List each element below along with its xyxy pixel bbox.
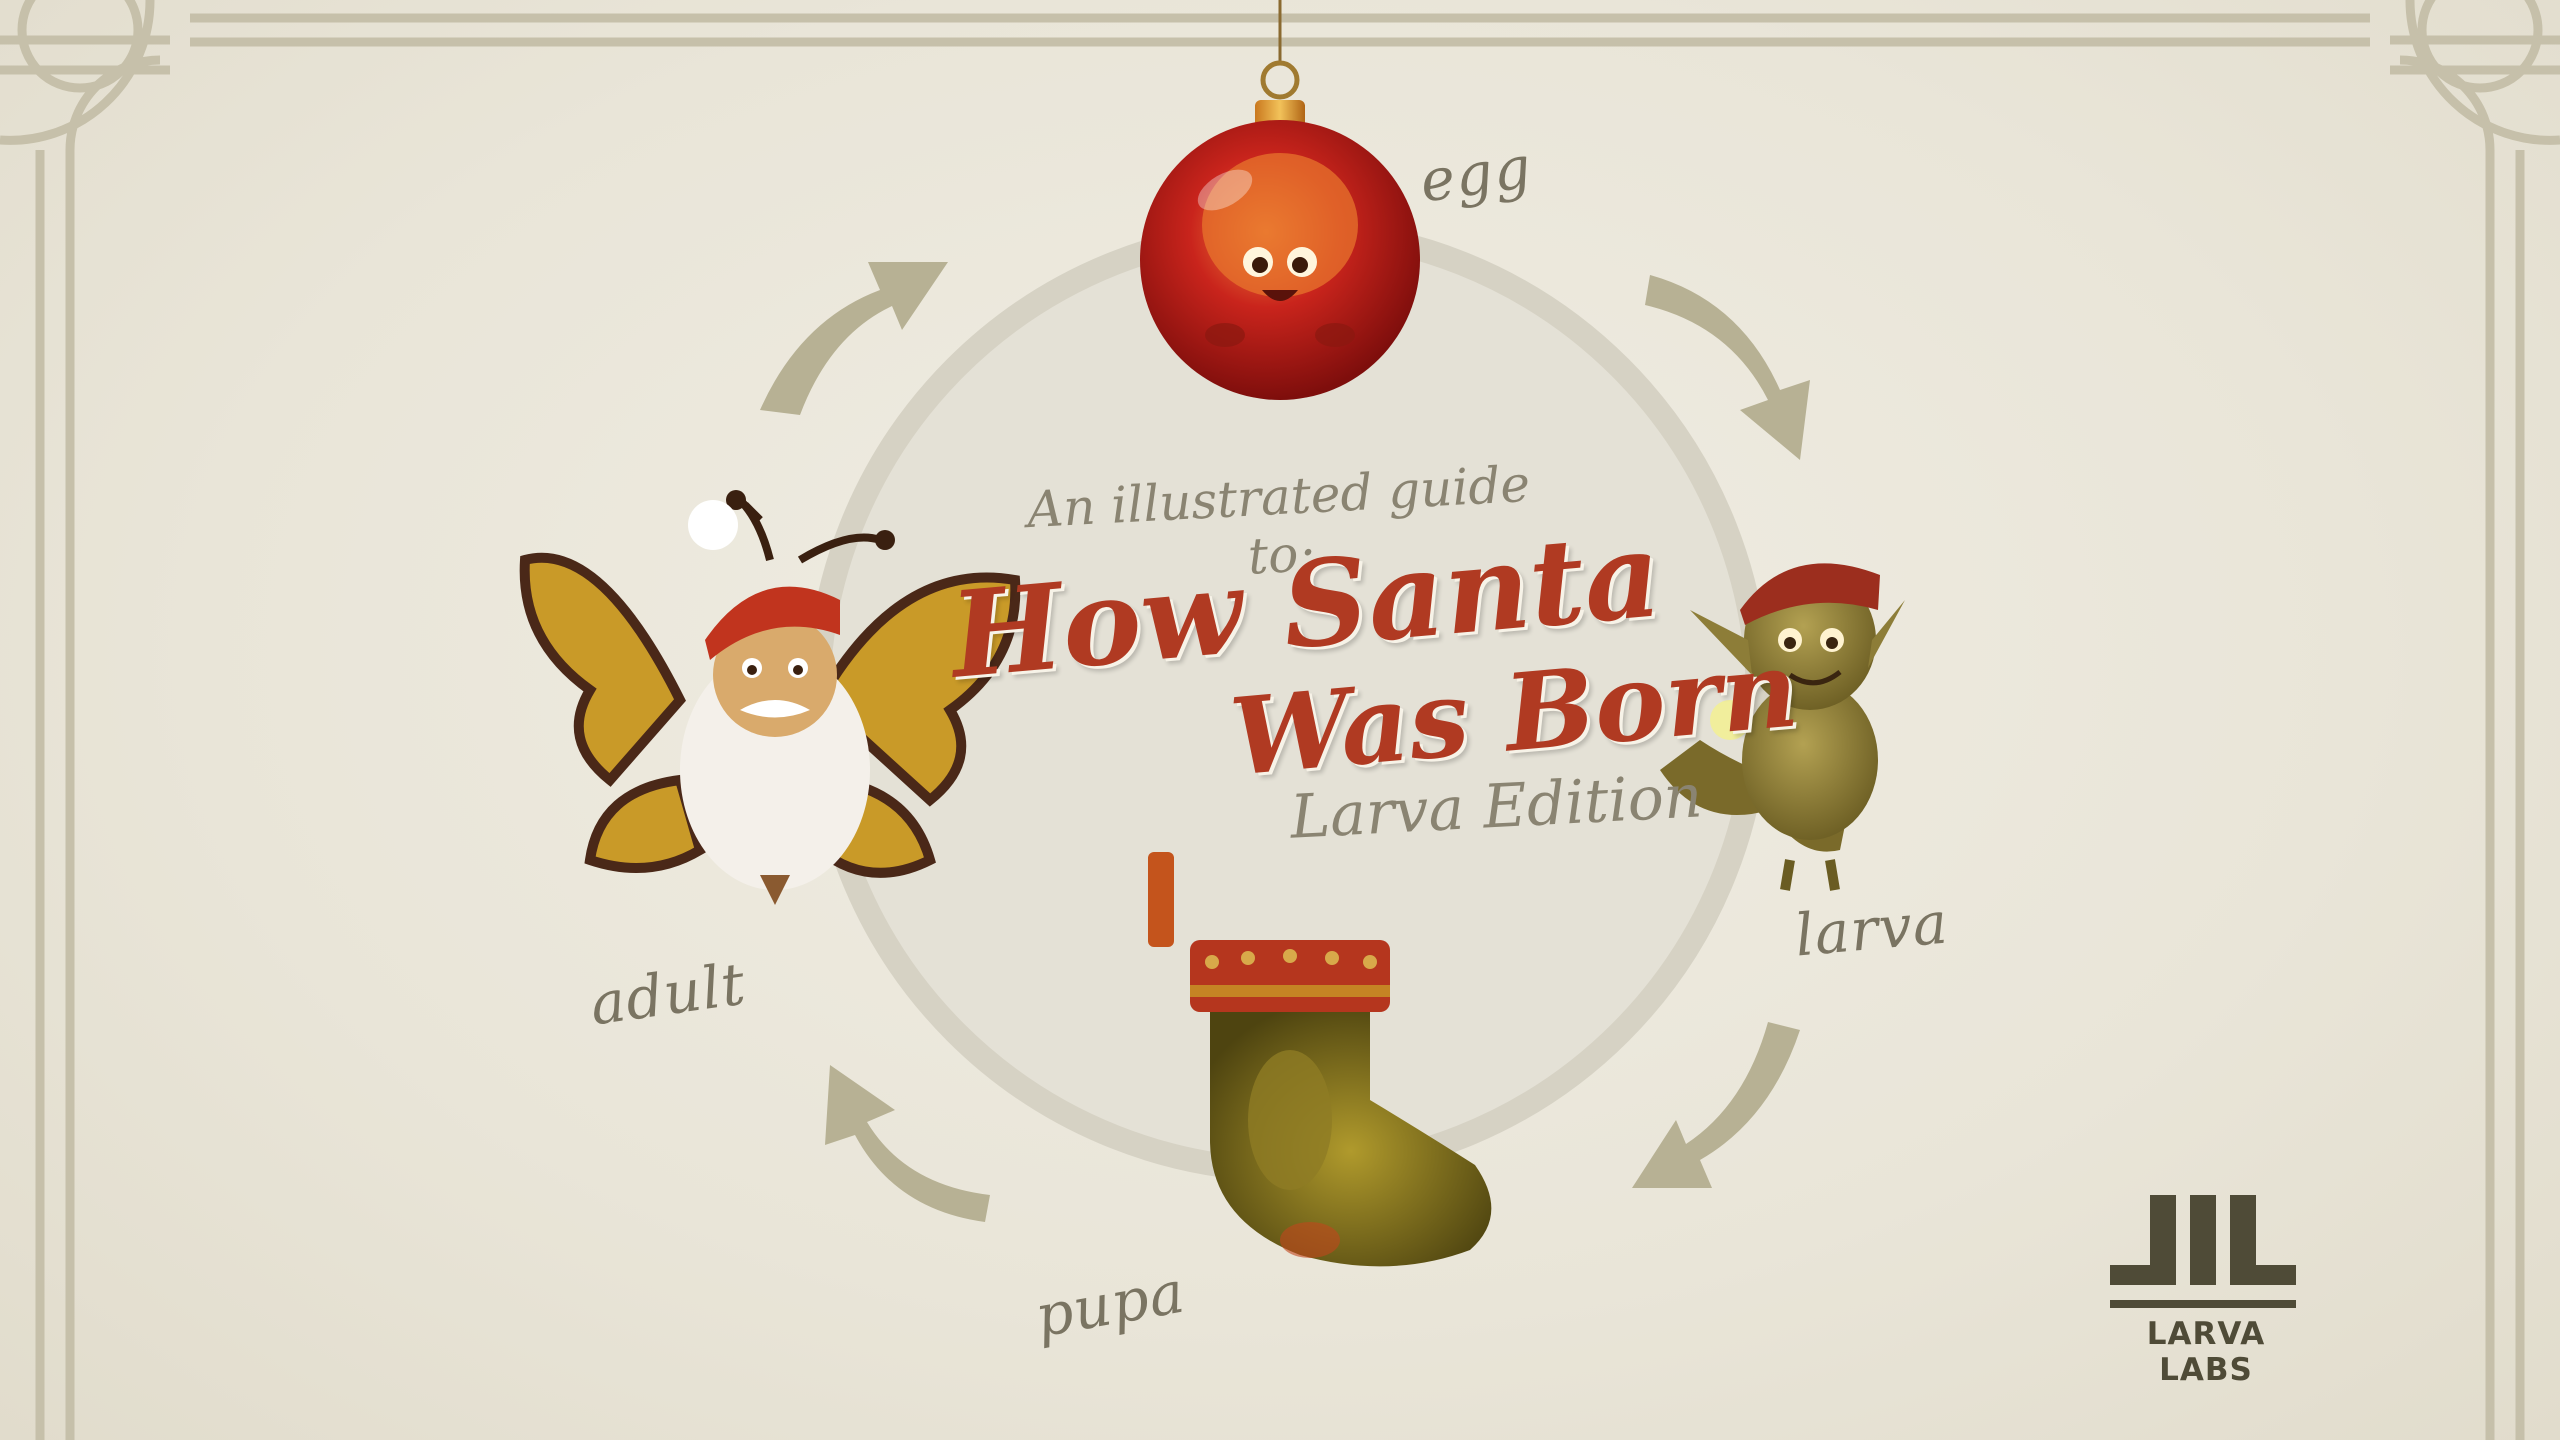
brand-name: LARVA LABS <box>2146 1316 2266 1388</box>
arrow-egg-to-larva-icon <box>1645 275 1810 460</box>
arrow-pupa-to-adult-icon <box>825 1065 990 1222</box>
arrow-adult-to-egg-icon <box>760 262 948 415</box>
arrow-larva-to-pupa-icon <box>1632 1022 1800 1188</box>
